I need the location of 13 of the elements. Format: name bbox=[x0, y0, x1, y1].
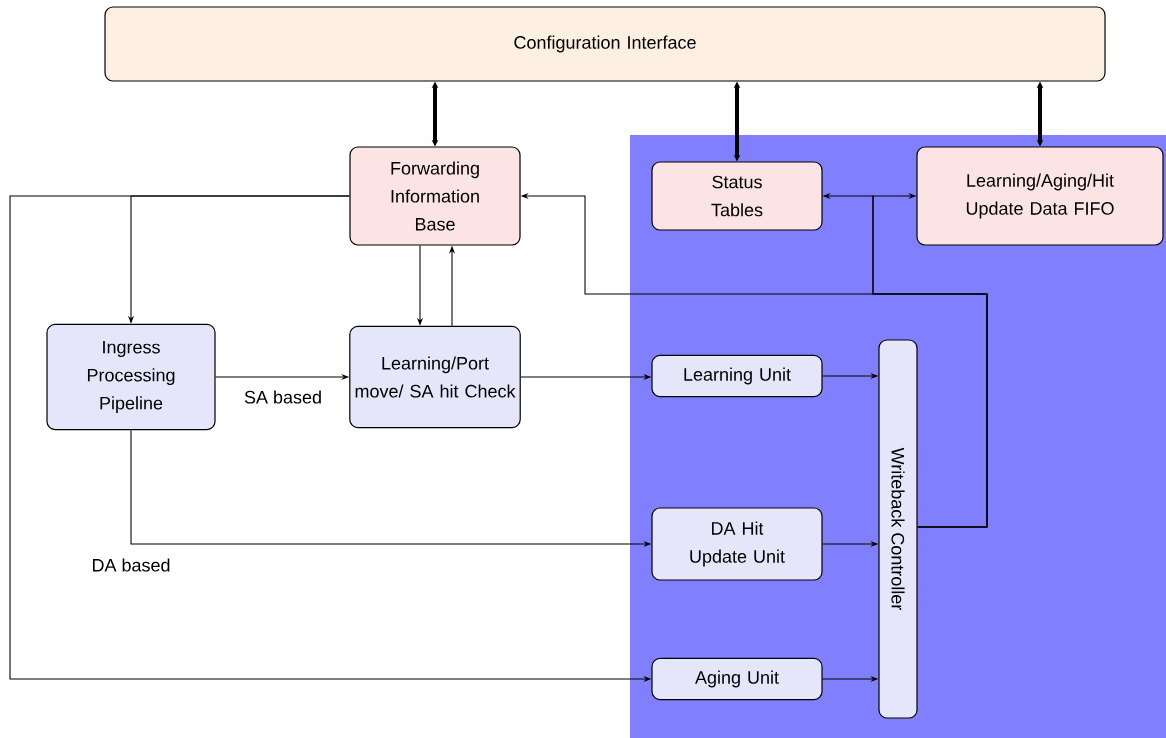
process-box: DA Hit Update Unit bbox=[651, 507, 823, 581]
interface-box: Configuration Interface bbox=[104, 6, 1106, 82]
process-box: Learning/Port move/ SA hit Check bbox=[349, 325, 521, 429]
arrow bbox=[872, 192, 988, 528]
process-box: Ingress Processing Pipeline bbox=[46, 323, 216, 431]
process-box: Forwarding Information Base bbox=[349, 146, 521, 246]
edge-label: SA based bbox=[242, 389, 324, 405]
process-box: Learning Unit bbox=[651, 354, 823, 398]
edge-label: DA based bbox=[90, 557, 172, 573]
process-box: Learning/Aging/Hit Update Data FIFO bbox=[916, 146, 1164, 246]
process-box: Writeback Controller bbox=[878, 339, 918, 719]
process-box: Aging Unit bbox=[651, 657, 823, 701]
process-box: Status Tables bbox=[651, 161, 823, 231]
